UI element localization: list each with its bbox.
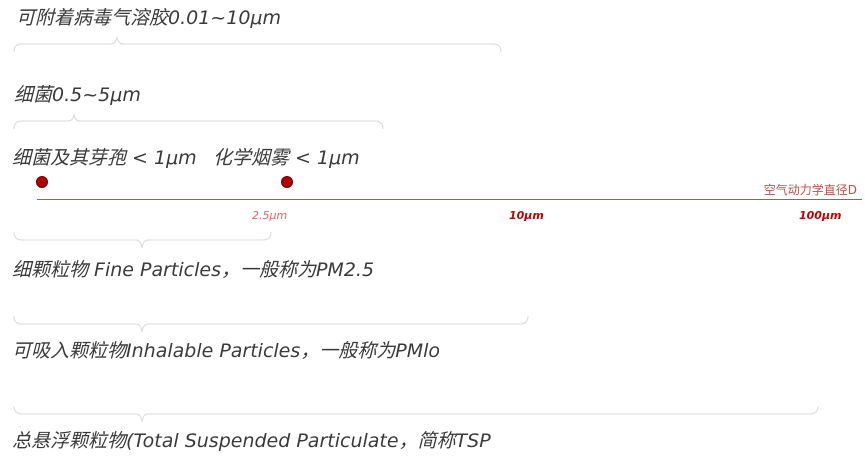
bacteria-spores-label: 细菌及其芽孢 < 1μm	[12, 147, 197, 169]
bacteria-spores-marker	[36, 176, 48, 188]
axis-title: 空气动力学直径D	[763, 183, 857, 197]
tick-2-5um: 2.5μm	[252, 209, 288, 222]
pm10-label: 可吸入颗粒物Inhalable Particles，一般称为PMlo	[12, 340, 441, 362]
pm25-label: 细颗粒物 Fine Particles，一般称为PM2.5	[12, 259, 375, 281]
chemical-smoke-marker	[281, 176, 293, 188]
tick-10um: 10μm	[509, 209, 544, 222]
bacteria-label: 细菌0.5~5μm	[14, 84, 141, 106]
diameter-axis	[37, 199, 862, 200]
tsp-label: 总悬浮颗粒物(Total Suspended Particulate，简称TSP	[12, 430, 491, 452]
virus-aerosol-label: 可附着病毒气溶胶0.01~10μm	[16, 7, 281, 29]
chemical-smoke-label: 化学烟雾 < 1μm	[213, 147, 360, 169]
tick-100um: 100μm	[799, 209, 842, 222]
